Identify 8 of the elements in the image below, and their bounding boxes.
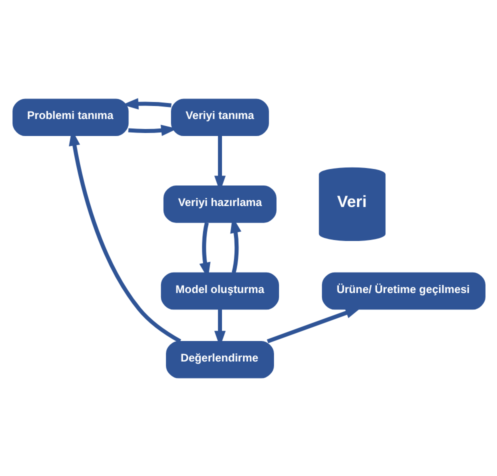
node-box: Veriyi tanıma xyxy=(170,98,268,136)
arrow xyxy=(266,306,362,343)
arrow xyxy=(128,124,177,136)
node-box: Model oluşturma xyxy=(160,272,279,310)
node-box: Ürüne/ Üretime geçilmesi xyxy=(321,272,485,310)
node-box: Veriyi hazırlama xyxy=(162,185,276,222)
node-box: Değerlendirme xyxy=(165,340,274,378)
node-box: Problemi tanıma xyxy=(12,98,128,136)
